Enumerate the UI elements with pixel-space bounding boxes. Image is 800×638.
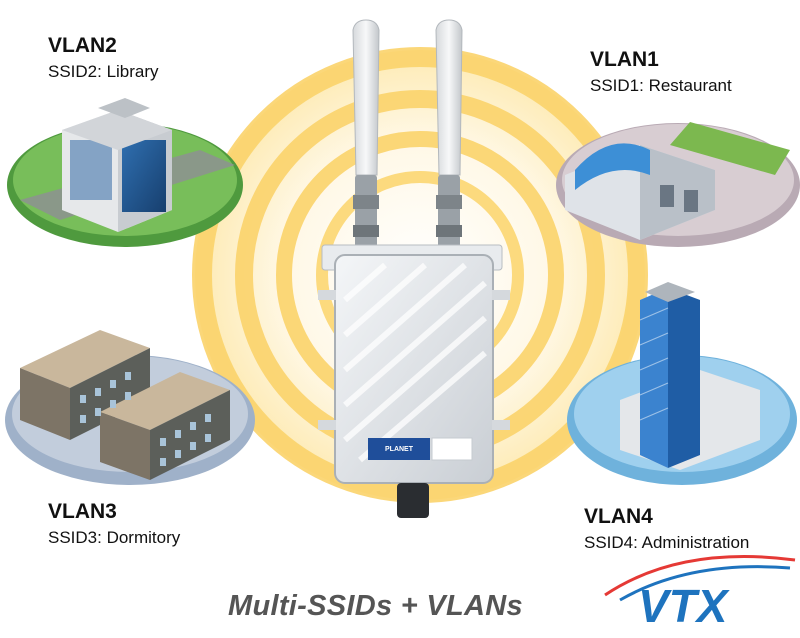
vtx-logo: VTX xyxy=(604,555,796,632)
device-brand-text: PLANET xyxy=(385,446,414,453)
vlan-label: VLAN1 xyxy=(590,48,659,71)
device-label-plate xyxy=(368,438,430,460)
ssid-label: SSID3: Dormitory xyxy=(48,528,181,547)
vlan-label: VLAN2 xyxy=(48,34,117,57)
zone-label-dormitory: VLAN3 SSID3: Dormitory xyxy=(48,500,180,548)
dormitory-illustration xyxy=(5,330,255,485)
device-connector xyxy=(397,483,429,518)
dormitory-roof-1 xyxy=(20,330,150,388)
zone-label-administration: VLAN4 SSID4: Administration xyxy=(584,505,749,553)
vlan-label: VLAN4 xyxy=(584,505,653,528)
ssid-label: SSID4: Administration xyxy=(584,533,750,552)
administration-illustration xyxy=(567,282,797,485)
zone-label-library: VLAN2 SSID2: Library xyxy=(48,34,159,82)
library-illustration xyxy=(7,98,243,247)
vlan-label: VLAN3 xyxy=(48,500,117,523)
diagram-caption: Multi-SSIDs + VLANs xyxy=(228,590,523,622)
antenna-right xyxy=(435,19,463,176)
dormitory-roof-2 xyxy=(100,372,230,430)
zone-label-restaurant: VLAN1 SSID1: Restaurant xyxy=(590,48,732,96)
ssid-label: SSID1: Restaurant xyxy=(590,76,732,95)
ssid-label: SSID2: Library xyxy=(48,62,159,81)
restaurant-illustration xyxy=(556,122,800,247)
antennas xyxy=(352,19,463,255)
access-point-device: PLANET xyxy=(318,244,510,518)
antenna-left xyxy=(352,19,380,176)
logo-text: VTX xyxy=(638,580,730,632)
